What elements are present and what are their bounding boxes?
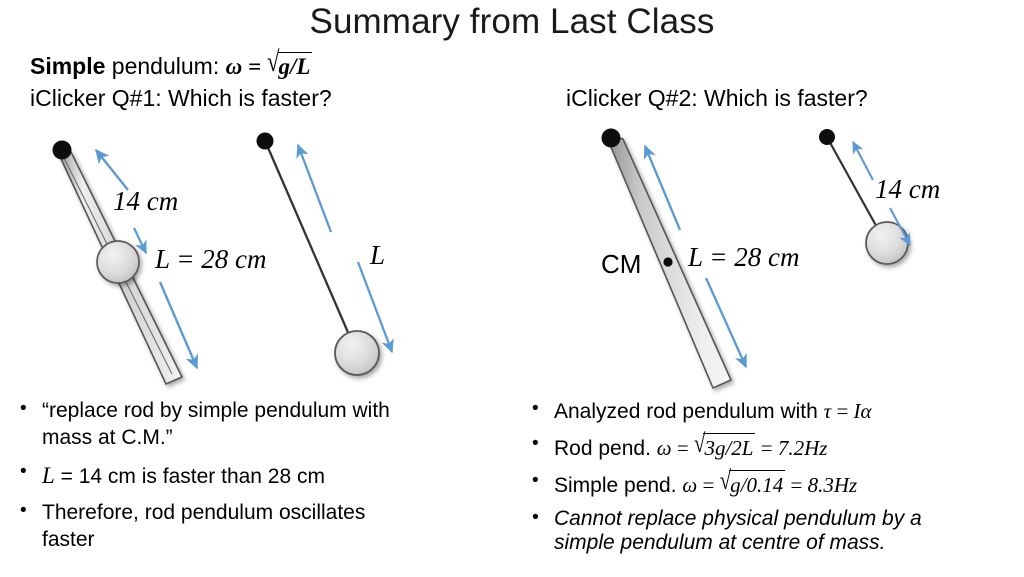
right-rod-label-length: L = 28 cm [688,242,800,272]
bullet-text-line: simple pendulum at centre of mass. [554,531,886,555]
list-item: “replace rod by simple pendulum with mas… [8,397,508,452]
rod-arrow-down [158,281,199,370]
bullet-text-line: Cannot replace physical pendulum by a [554,506,922,530]
left-simple-label-L: L [370,240,386,270]
left-rod-label-14cm: 14 cm [113,186,179,216]
center-of-mass-dot [663,257,673,267]
iclicker-question-2: iClicker Q#2: Which is faster? [566,85,868,111]
string-pivot-dot [819,129,835,145]
radical-g-over-L: √g/L [267,46,313,80]
bullet-text-line: Therefore, rod pendulum oscillates [42,500,366,524]
I-alpha-symbol: Iα [853,399,872,423]
radical-sign-icon: √ [719,465,732,496]
list-item: Analyzed rod pendulum with τ = Iα [520,397,1020,426]
L-symbol: L [42,462,55,488]
bob-arrow-down [356,261,394,354]
page-title: Summary from Last Class [309,2,715,41]
pendulum-bob [865,221,909,265]
radical-g-over-0.14: √g/0.14 [720,465,786,500]
rod-arrow-up [643,144,682,231]
simple-bold-word: Simple [30,53,106,79]
rod-pivot-dot [52,140,72,160]
equals-symbol: = [836,399,849,423]
left-rod-label-length: L = 28 cm [155,244,267,274]
tau-symbol: τ [823,399,832,423]
equals-symbol: = [676,435,689,460]
bullet-list-left: “replace rod by simple pendulum with mas… [8,397,508,562]
bullet-text-line: faster [42,527,95,551]
equals-symbol: = [702,472,715,497]
pendulum-bob [334,330,380,376]
radical-sign-icon: √ [266,46,280,78]
bullet-list-right: Analyzed rod pendulum with τ = Iα Rod pe… [520,397,1020,563]
rod-arrow-short-down [133,227,147,255]
bob-arrow-down [889,207,911,247]
omega-symbol: ω [656,435,672,460]
bullet-text-line: Analyzed rod pendulum with [554,400,824,423]
list-item: L = 14 cm is faster than 28 cm [8,460,508,491]
rod-arrow-down [704,277,748,369]
right-rod-cm-label: CM [601,249,642,279]
omega-symbol: ω [682,472,698,497]
omega-symbol: ω [225,54,243,79]
simple-rest-text: pendulum: [105,53,226,79]
string-pivot-dot [256,132,274,150]
simple-pendulum-formula-line: Simple pendulum: ω = √g/L [30,46,313,80]
string [827,138,880,232]
radicand: g/0.14 [729,469,786,499]
list-item: Simple pend. ω = √g/0.14 = 8.3Hz [520,465,1020,500]
rod-center-mass-ball [96,240,140,284]
equals-symbol-2: = [790,472,803,497]
radical-sign-icon: √ [693,428,706,459]
result-value: 8.3Hz [807,472,858,497]
bullet-text-line: Rod pend. [554,436,657,460]
radicand-g-over-L: g/L [277,52,313,79]
list-item: Cannot replace physical pendulum by a si… [520,506,1020,557]
equals-symbol-2: = [760,435,773,460]
equals-symbol: = [248,54,262,79]
bullet-text-line: Simple pend. [554,473,683,497]
iclicker-question-1: iClicker Q#1: Which is faster? [30,85,332,111]
rod-pivot-dot [601,128,621,148]
radicand: 3g/2L [703,432,756,462]
bullet-text-line: = 14 cm is faster than 28 cm [54,464,325,488]
rod-arrow-up [95,148,129,191]
string [264,142,352,338]
result-value: 7.2Hz [777,435,828,460]
bullet-text-line: mass at C.M.” [42,425,173,449]
list-item: Rod pend. ω = √3g/2L = 7.2Hz [520,428,1020,463]
list-item: Therefore, rod pendulum oscillates faste… [8,499,508,554]
bullet-text-line: “replace rod by simple pendulum with [42,399,390,422]
bob-arrow-up [296,143,333,233]
radical-3g-over-2L: √3g/2L [694,428,756,463]
bob-arrow-up [852,140,874,181]
right-simple-label-14cm: 14 cm [875,174,941,204]
